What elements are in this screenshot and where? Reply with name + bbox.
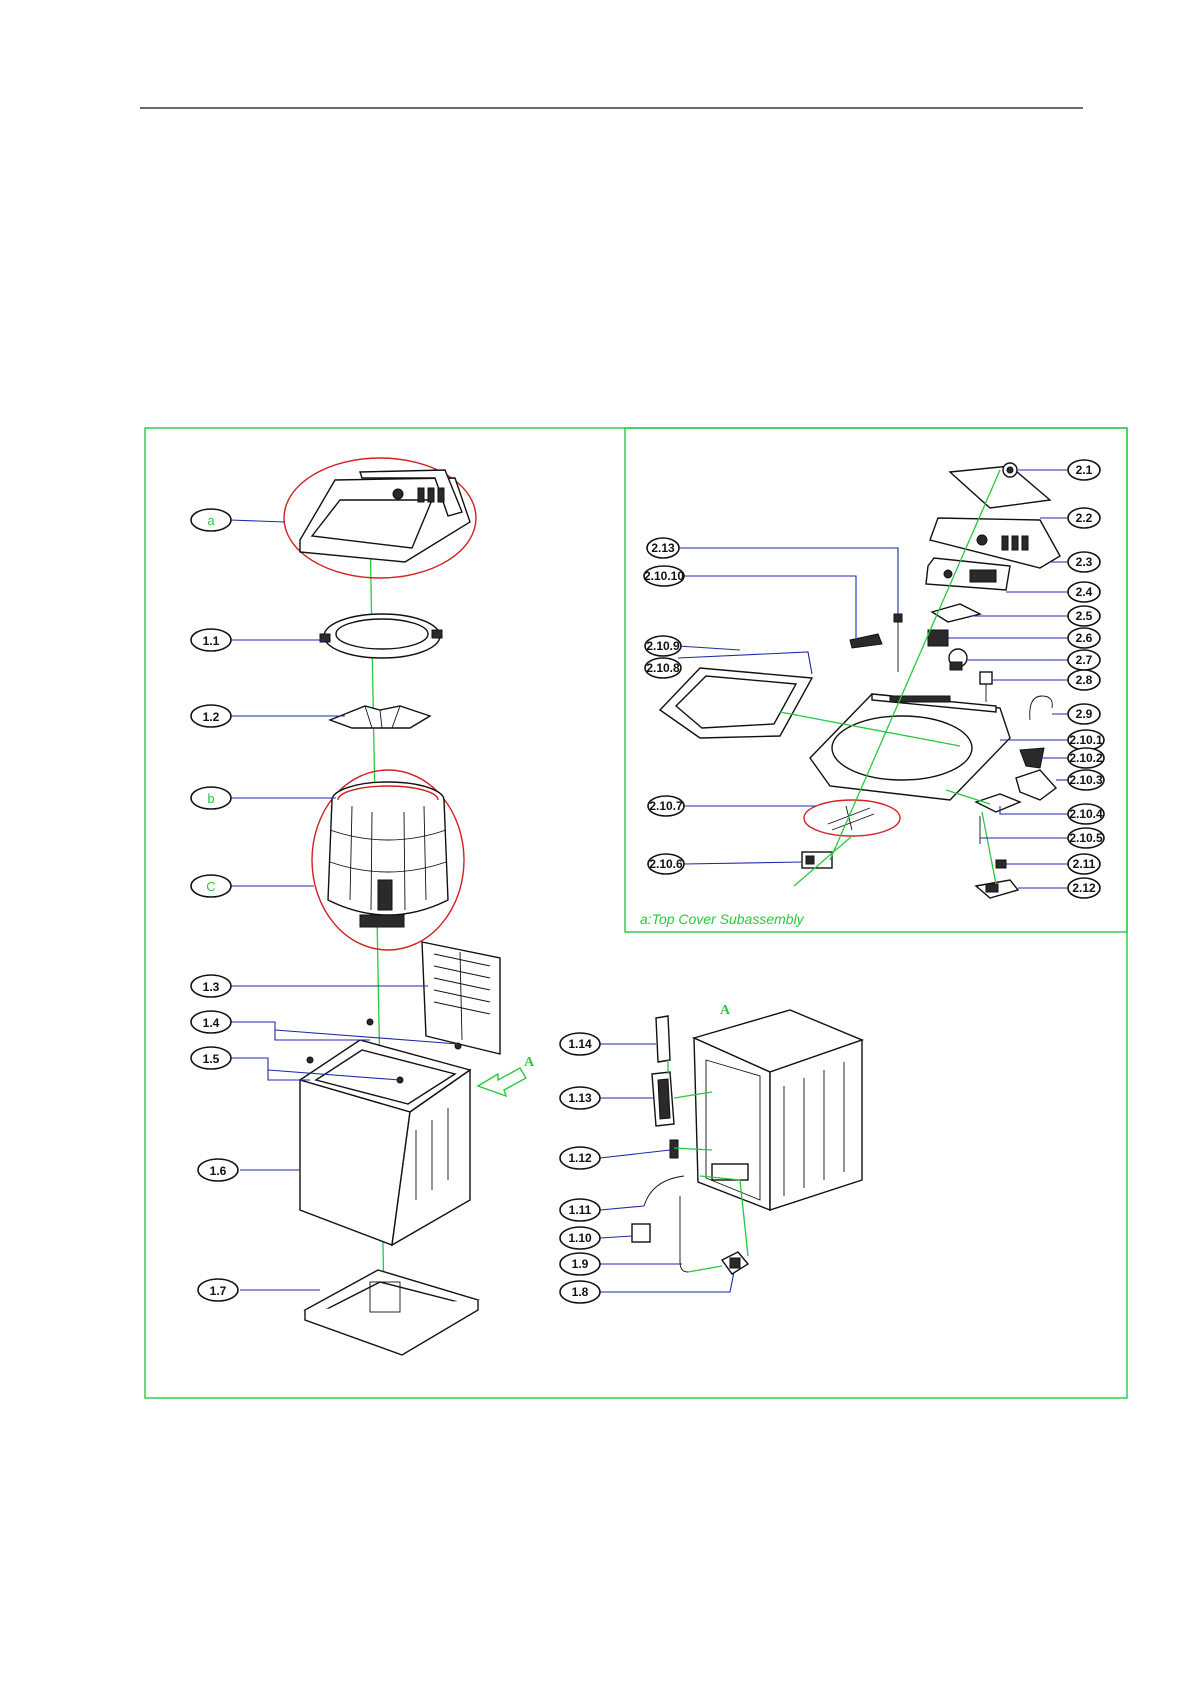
damper-highlight (804, 800, 900, 836)
part-label-2-6: 2.6 (1068, 628, 1100, 648)
part-label-2-10-2: 2.10.2 (1068, 748, 1104, 768)
part-label-c: C (191, 875, 231, 897)
rear-view-marker: A (720, 1003, 731, 1018)
part-label-2-7: 2.7 (1068, 650, 1100, 670)
part-label-1-8: 1.8 (560, 1281, 600, 1303)
svg-text:2.10.7: 2.10.7 (649, 799, 683, 813)
pulsator-part (330, 706, 430, 728)
svg-text:2.12: 2.12 (1072, 881, 1096, 895)
part-label-1-2: 1.2 (191, 705, 231, 727)
svg-text:1.10: 1.10 (568, 1231, 592, 1245)
part-label-2-5: 2.5 (1068, 606, 1100, 626)
svg-text:1.9: 1.9 (572, 1257, 589, 1271)
svg-text:1.4: 1.4 (203, 1016, 220, 1030)
svg-text:2.13: 2.13 (651, 541, 675, 555)
part-label-1-4: 1.4 (191, 1011, 231, 1033)
svg-text:b: b (207, 791, 214, 806)
cabinet-part (300, 1019, 470, 1245)
svg-text:2.10.4: 2.10.4 (1069, 807, 1103, 821)
svg-text:2.10.2: 2.10.2 (1069, 751, 1103, 765)
part-label-2-8: 2.8 (1068, 670, 1100, 690)
part-label-2-9: 2.9 (1068, 704, 1100, 724)
svg-text:2.11: 2.11 (1073, 857, 1096, 871)
svg-text:2.1: 2.1 (1076, 463, 1093, 477)
svg-text:C: C (206, 879, 215, 894)
base-part (305, 1270, 478, 1355)
svg-text:2.10.8: 2.10.8 (646, 661, 680, 675)
part-label-2-10-6: 2.10.6 (648, 854, 684, 874)
svg-text:1.6: 1.6 (210, 1164, 227, 1178)
part-label-2-1: 2.1 (1068, 460, 1100, 480)
part-label-b: b (191, 787, 231, 809)
part-label-2-10-1: 2.10.1 (1068, 730, 1104, 750)
rear-view-parts (632, 1010, 862, 1274)
top-cover-part (284, 458, 476, 578)
part-label-1-1: 1.1 (191, 629, 231, 651)
rear-label-group: 1.14 1.13 1.12 1.11 1.10 1.9 1.8 (560, 1033, 600, 1303)
svg-text:2.2: 2.2 (1076, 511, 1093, 525)
svg-text:2.3: 2.3 (1076, 555, 1093, 569)
svg-text:2.9: 2.9 (1076, 707, 1093, 721)
main-label-group: a 1.1 1.2 b C 1.3 1.4 1.5 (191, 509, 238, 1301)
svg-text:1.12: 1.12 (568, 1151, 592, 1165)
main-view-marker: A (524, 1055, 535, 1070)
svg-text:2.10.6: 2.10.6 (649, 857, 683, 871)
svg-text:a: a (207, 513, 215, 528)
part-label-1-11: 1.11 (560, 1199, 600, 1221)
part-label-2-10-3: 2.10.3 (1068, 770, 1104, 790)
svg-text:1.2: 1.2 (203, 710, 220, 724)
svg-text:2.10.10: 2.10.10 (644, 569, 684, 583)
back-panel-part (422, 942, 500, 1054)
svg-text:2.8: 2.8 (1076, 673, 1093, 687)
svg-text:2.10.9: 2.10.9 (646, 639, 680, 653)
part-label-1-13: 1.13 (560, 1087, 600, 1109)
part-label-1-10: 1.10 (560, 1227, 600, 1249)
part-label-2-10-4: 2.10.4 (1068, 804, 1104, 824)
part-label-1-12: 1.12 (560, 1147, 600, 1169)
part-label-1-3: 1.3 (191, 975, 231, 997)
svg-text:2.6: 2.6 (1076, 631, 1093, 645)
view-arrow (478, 1068, 526, 1096)
part-label-1-14: 1.14 (560, 1033, 600, 1055)
part-label-2-3: 2.3 (1068, 552, 1100, 572)
svg-text:2.10.5: 2.10.5 (1069, 831, 1103, 845)
svg-text:2.10.3: 2.10.3 (1069, 773, 1103, 787)
svg-text:2.7: 2.7 (1076, 653, 1093, 667)
svg-text:1.14: 1.14 (568, 1037, 592, 1051)
part-label-2-2: 2.2 (1068, 508, 1100, 528)
svg-text:1.11: 1.11 (569, 1203, 592, 1217)
svg-text:1.5: 1.5 (203, 1052, 220, 1066)
svg-text:2.4: 2.4 (1076, 585, 1093, 599)
svg-text:1.7: 1.7 (210, 1284, 227, 1298)
part-label-2-11: 2.11 (1068, 854, 1100, 874)
svg-text:1.3: 1.3 (203, 980, 220, 994)
tub-assembly-part (312, 770, 464, 950)
part-label-1-7: 1.7 (198, 1279, 238, 1301)
balance-ring-part (320, 614, 442, 658)
svg-text:2.10.1: 2.10.1 (1069, 733, 1103, 747)
part-label-1-6: 1.6 (198, 1159, 238, 1181)
svg-text:1.13: 1.13 (568, 1091, 592, 1105)
part-label-2-10-5: 2.10.5 (1068, 828, 1104, 848)
part-label-2-4: 2.4 (1068, 582, 1100, 602)
part-label-2-13: 2.13 (647, 538, 679, 558)
part-label-a: a (191, 509, 231, 531)
part-label-2-10-8: 2.10.8 (645, 658, 681, 678)
part-label-2-10-10: 2.10.10 (644, 566, 684, 586)
part-label-1-9: 1.9 (560, 1253, 600, 1275)
part-label-1-5: 1.5 (191, 1047, 231, 1069)
svg-text:2.5: 2.5 (1076, 609, 1093, 623)
part-label-2-10-7: 2.10.7 (648, 796, 684, 816)
part-label-2-10-9: 2.10.9 (645, 636, 681, 656)
svg-text:1.8: 1.8 (572, 1285, 589, 1299)
subassembly-caption: a:Top Cover Subassembly (640, 911, 805, 927)
part-label-2-12: 2.12 (1068, 878, 1100, 898)
svg-text:1.1: 1.1 (203, 634, 220, 648)
